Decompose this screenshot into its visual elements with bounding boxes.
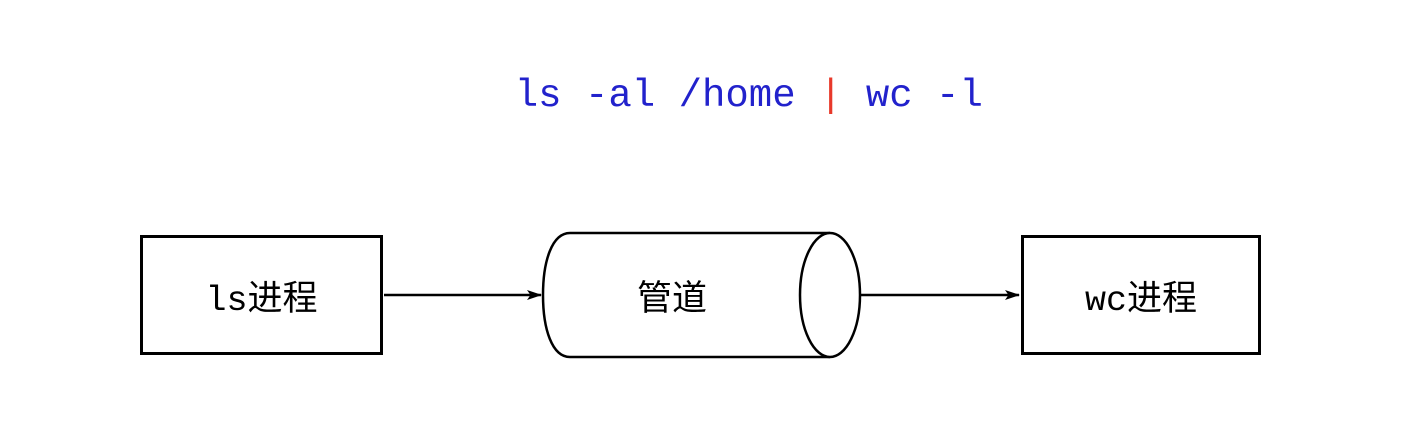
ls-process-box: ls进程 [140, 235, 383, 355]
command-text-left: ls -al /home [514, 74, 820, 118]
wc-process-label: wc进程 [1084, 280, 1197, 321]
command-text-right: wc -l [842, 74, 983, 118]
pipe-cylinder-body [541, 231, 830, 359]
wc-process-box: wc进程 [1021, 235, 1261, 355]
ls-process-label: ls进程 [205, 280, 318, 321]
pipe-cylinder-face [798, 231, 862, 359]
command-title: ls -al /home | wc -l [0, 30, 1416, 162]
pipe-separator: | [819, 74, 843, 118]
